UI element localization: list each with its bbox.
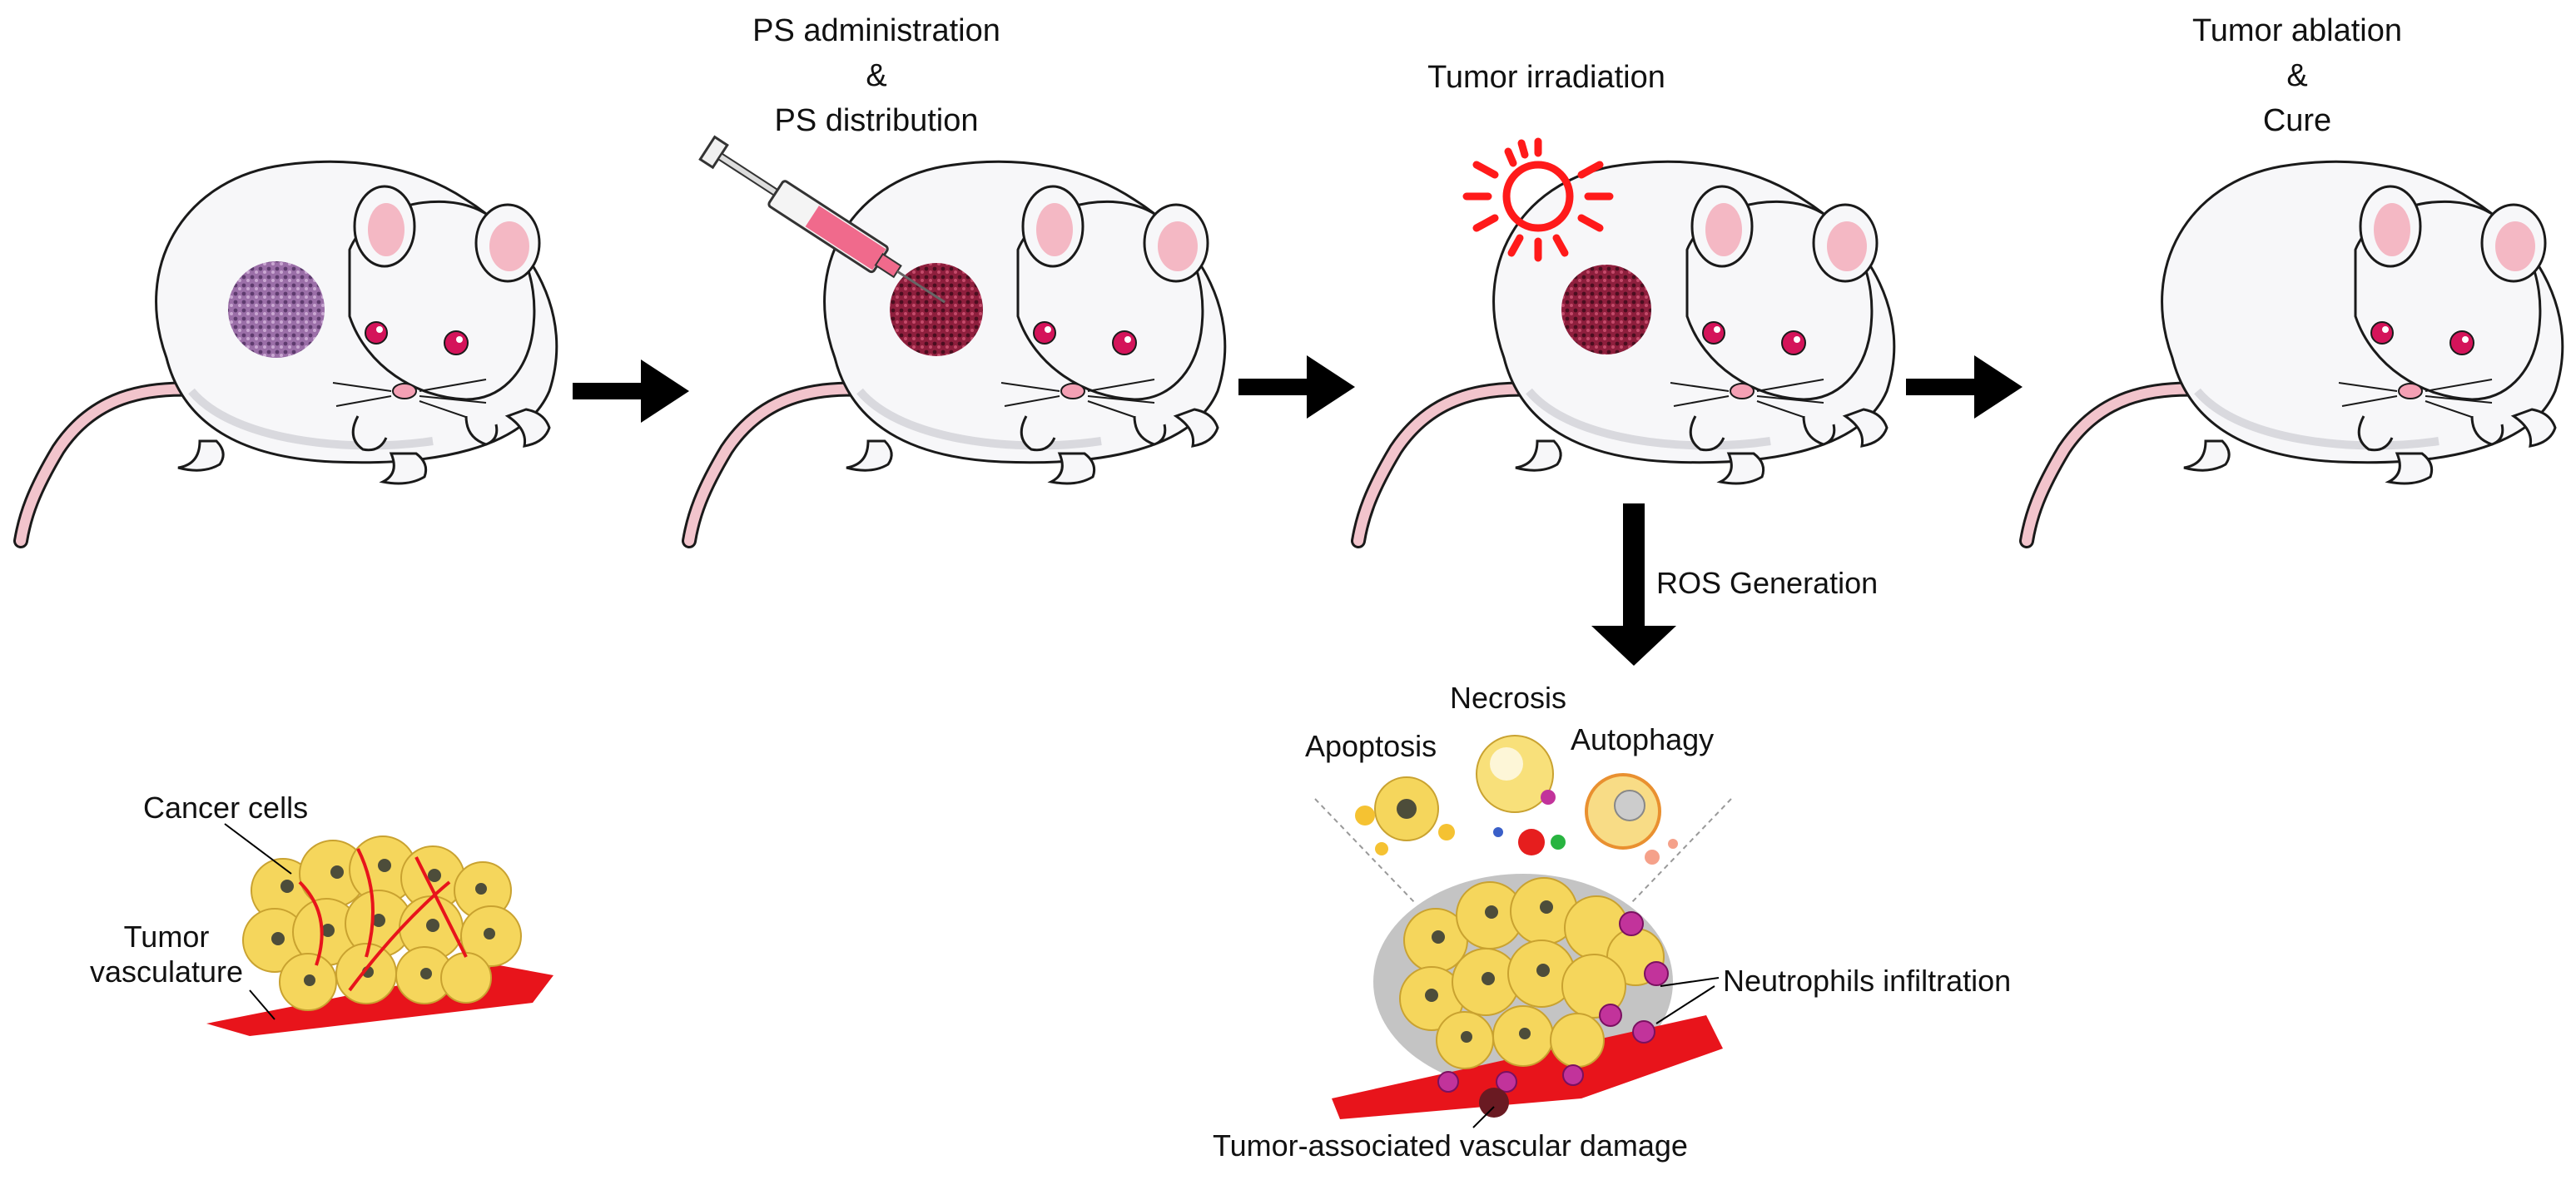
outcome-panel — [1314, 735, 1732, 1128]
stage-title-ablation: Tumor ablation & Cure — [2064, 8, 2530, 143]
vascular-damage-label: Tumor-associated vascular damage — [1213, 1128, 1688, 1163]
arrow-right-2 — [1238, 355, 1355, 419]
syringe-icon — [698, 135, 946, 304]
ablation-title-line2: & — [2286, 58, 2308, 93]
neutrophils — [1437, 911, 1669, 1093]
vessel-right — [1332, 1015, 1723, 1119]
arrow-down — [1591, 503, 1676, 666]
ablation-title-line1: Tumor ablation — [2191, 13, 2403, 48]
ros-generation-label: ROS Generation — [1656, 566, 1879, 600]
autophagy-cell — [1585, 773, 1678, 865]
apoptosis-cell — [1355, 776, 1455, 855]
necrosis-label: Necrosis — [1450, 681, 1567, 715]
tumor-model — [206, 823, 553, 1036]
cancer-nuclei — [271, 859, 495, 986]
damaged-tumor — [1332, 874, 1723, 1119]
tumor-ps — [890, 263, 983, 356]
arrow-right-3 — [1906, 355, 2023, 419]
tumor-vasculature-line1: Tumor — [123, 920, 210, 954]
irradiation-title: Tumor irradiation — [1427, 60, 1665, 95]
mouse-initial — [21, 161, 557, 541]
mouse-ps — [689, 161, 1225, 541]
light-icon — [1462, 137, 1614, 262]
arrow-right-1 — [573, 359, 689, 423]
necrosis-cell — [1476, 735, 1566, 855]
stage-title-ps: PS administration & PS distribution — [643, 8, 1109, 143]
tumor-initial — [228, 261, 325, 358]
tumor-vasculature-label: Tumor vasculature — [83, 920, 250, 989]
cancer-cells-label: Cancer cells — [143, 791, 309, 825]
mouse-ablation — [2027, 161, 2563, 541]
mouse-irradiation — [1358, 161, 1894, 541]
tumor-irradiation — [1561, 265, 1651, 354]
ps-title-line2: & — [866, 58, 887, 93]
stage-title-irradiation: Tumor irradiation — [1313, 55, 1779, 100]
apoptosis-label: Apoptosis — [1305, 729, 1437, 763]
ablation-title-line3: Cure — [2262, 103, 2332, 138]
ps-title-line3: PS distribution — [774, 103, 979, 138]
tumor-vasculature-line2: vasculature — [89, 954, 244, 989]
ps-title-line1: PS administration — [752, 13, 1000, 48]
neutrophils-label: Neutrophils infiltration — [1723, 964, 2012, 998]
autophagy-label: Autophagy — [1571, 722, 1715, 756]
